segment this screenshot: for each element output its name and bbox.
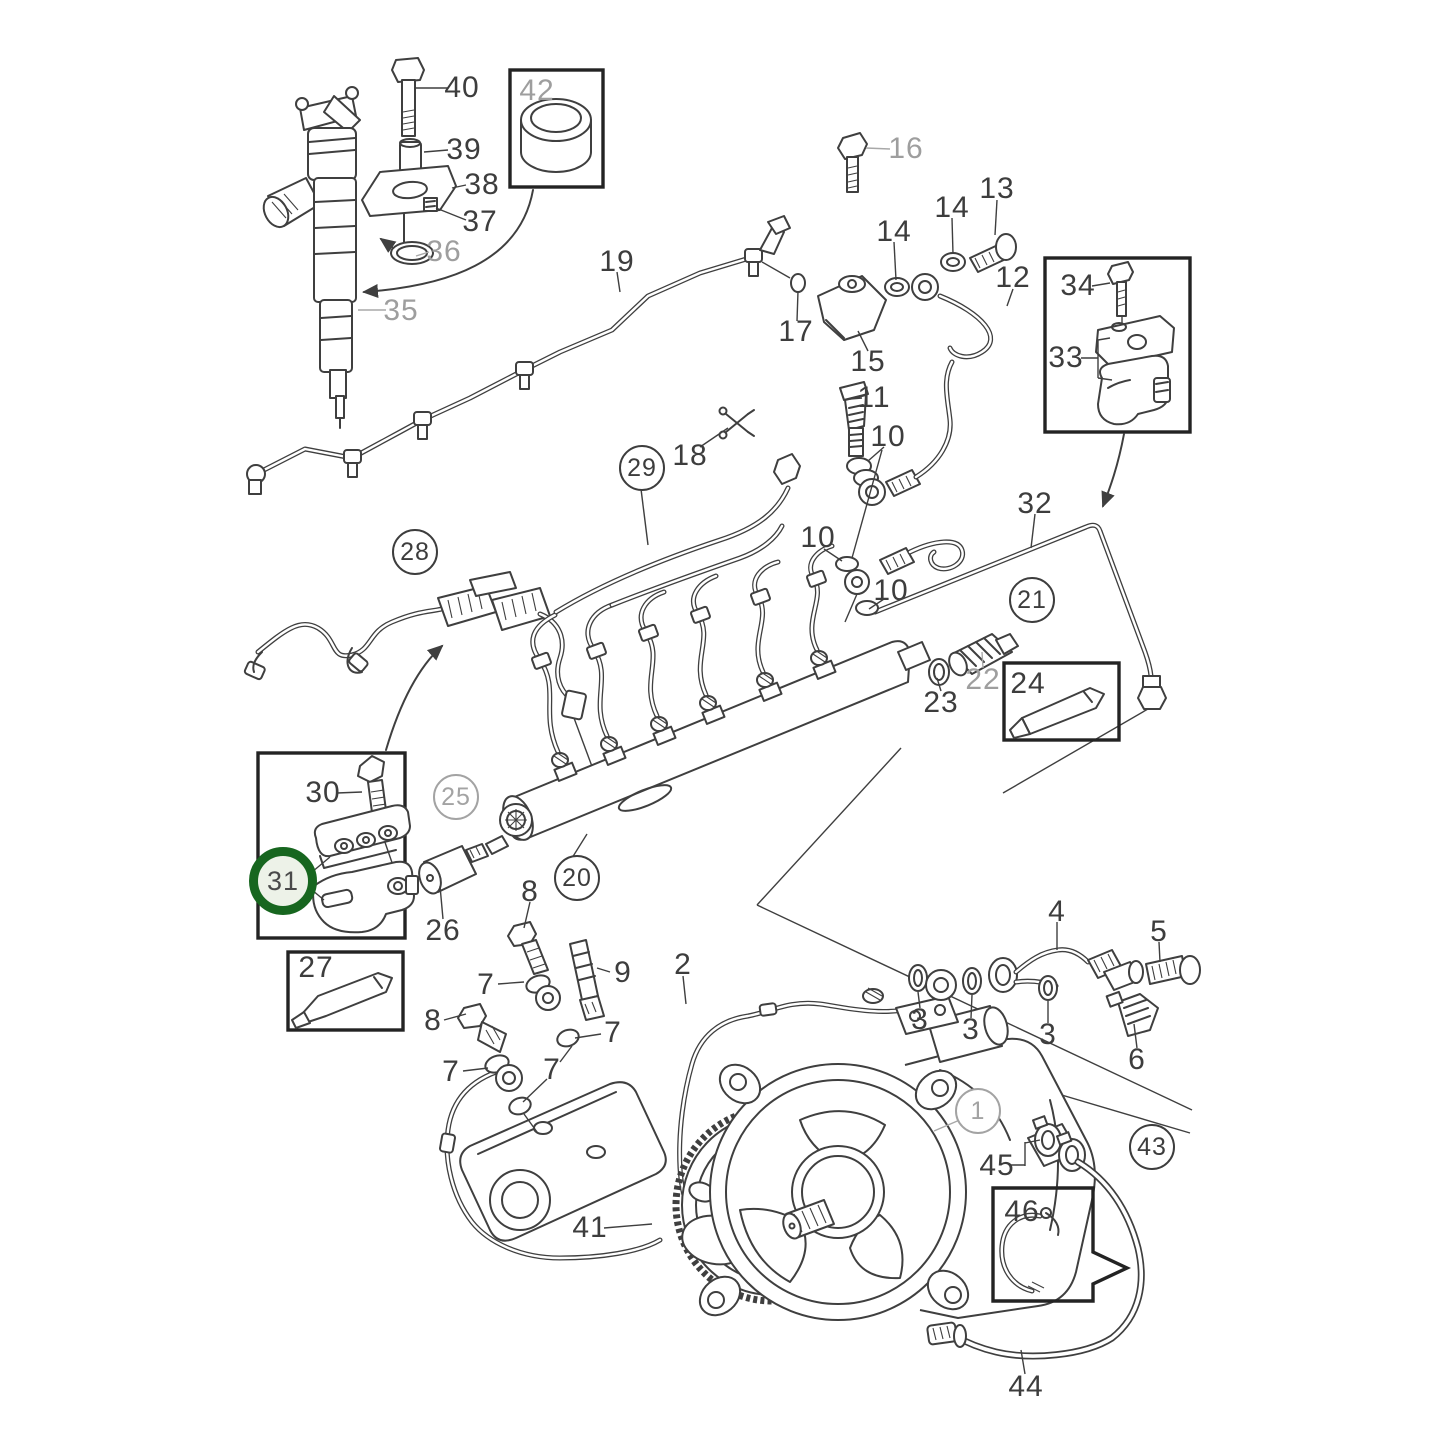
part-label-3b[interactable]: 3: [962, 1013, 980, 1046]
part-label-11[interactable]: 11: [857, 381, 891, 414]
common-rail-assembly: [418, 359, 966, 895]
part-label-41[interactable]: 41: [572, 1211, 608, 1244]
leader-lines: [336, 87, 1161, 1375]
clamp-inset-box-33-34: [1043, 256, 1192, 508]
part-label-4[interactable]: 4: [1048, 895, 1066, 928]
part-label-30[interactable]: 30: [305, 776, 341, 809]
part-label-3c[interactable]: 3: [1039, 1018, 1057, 1051]
high-pressure-pipe-32: [872, 522, 1167, 710]
part-label-17[interactable]: 17: [778, 315, 814, 348]
part-label-40[interactable]: 40: [444, 71, 480, 104]
cooler-cylinder: [439, 1067, 667, 1261]
part-label-42[interactable]: 42: [519, 74, 555, 107]
part-label-16[interactable]: 16: [888, 132, 924, 165]
sealant-inset-box-24: [1002, 661, 1121, 742]
part-label-32[interactable]: 32: [1017, 487, 1053, 520]
injection-pump-1: [698, 987, 1096, 1321]
part-label-1[interactable]: 1: [955, 1088, 1001, 1134]
part-label-8b[interactable]: 8: [424, 1004, 442, 1037]
part-label-6[interactable]: 6: [1128, 1043, 1146, 1076]
part-label-13[interactable]: 13: [979, 172, 1015, 205]
pump-assembly-group: [439, 921, 1201, 1321]
clip-inset-box-46: [991, 1186, 1131, 1303]
part-label-18[interactable]: 18: [672, 439, 708, 472]
part-label-9[interactable]: 9: [614, 956, 632, 989]
rail-pressure-sensor-26: [418, 835, 509, 895]
part-label-39[interactable]: 39: [446, 133, 482, 166]
clamp-inset-box-30-31: [256, 751, 419, 940]
line-19-connectors: [246, 215, 791, 495]
part-label-23[interactable]: 23: [923, 686, 959, 719]
part-label-2[interactable]: 2: [674, 948, 692, 981]
injection-pipes-29: [530, 453, 835, 755]
part-label-46[interactable]: 46: [1004, 1195, 1040, 1228]
banjo-group-12-17: [790, 132, 1017, 360]
part-label-19[interactable]: 19: [599, 245, 635, 278]
return-hose-group: [926, 1158, 1145, 1360]
part-label-3a[interactable]: 3: [911, 1003, 929, 1036]
part-label-34[interactable]: 34: [1060, 269, 1096, 302]
part-label-14b[interactable]: 14: [934, 191, 970, 224]
part-label-24[interactable]: 24: [1010, 667, 1046, 700]
part-label-7d[interactable]: 7: [604, 1016, 622, 1049]
part-label-20[interactable]: 20: [554, 855, 600, 901]
supply-pipe-fittings-3-6: [908, 947, 1201, 1037]
part-label-27[interactable]: 27: [298, 951, 334, 984]
part-label-22[interactable]: 22: [965, 663, 1001, 696]
seal-inset-box-42: [362, 68, 605, 298]
part-label-36[interactable]: 36: [426, 235, 462, 268]
overflow-fittings-10-11: [835, 359, 966, 623]
part-label-8a[interactable]: 8: [521, 875, 539, 908]
part-label-7c[interactable]: 7: [543, 1053, 561, 1086]
part-label-10c[interactable]: 10: [873, 574, 909, 607]
part-label-44[interactable]: 44: [1008, 1370, 1044, 1403]
part-label-28[interactable]: 28: [392, 529, 438, 575]
part-label-15[interactable]: 15: [850, 345, 886, 378]
part-label-45[interactable]: 45: [979, 1149, 1015, 1182]
part-label-5[interactable]: 5: [1150, 915, 1168, 948]
valve-group-21-23: [928, 633, 1019, 686]
part-label-33[interactable]: 33: [1048, 341, 1084, 374]
banjo-bolt-8-valve-9: [507, 921, 605, 1063]
sealant-inset-box-27: [286, 950, 405, 1032]
wiring-harness-28: [243, 571, 601, 789]
part-label-31[interactable]: 31: [249, 847, 317, 915]
part-label-43[interactable]: 43: [1129, 1124, 1175, 1170]
part-label-35[interactable]: 35: [383, 294, 419, 327]
part-label-21[interactable]: 21: [1009, 577, 1055, 623]
part-label-29[interactable]: 29: [619, 445, 665, 491]
injector-assembly: [262, 57, 457, 429]
part-label-26[interactable]: 26: [425, 914, 461, 947]
rail-studs: [551, 649, 837, 782]
banjo-bolts-7-8: [457, 1003, 538, 1133]
part-label-12[interactable]: 12: [995, 261, 1031, 294]
part-label-37[interactable]: 37: [462, 205, 498, 238]
part-label-10a[interactable]: 10: [870, 420, 906, 453]
leak-off-line-19: [246, 215, 791, 495]
part-label-38[interactable]: 38: [464, 168, 500, 201]
part-label-10b[interactable]: 10: [800, 521, 836, 554]
part-label-14a[interactable]: 14: [876, 215, 912, 248]
part-label-7b[interactable]: 7: [442, 1055, 460, 1088]
part-label-25[interactable]: 25: [433, 774, 479, 820]
part-label-7a[interactable]: 7: [477, 968, 495, 1001]
